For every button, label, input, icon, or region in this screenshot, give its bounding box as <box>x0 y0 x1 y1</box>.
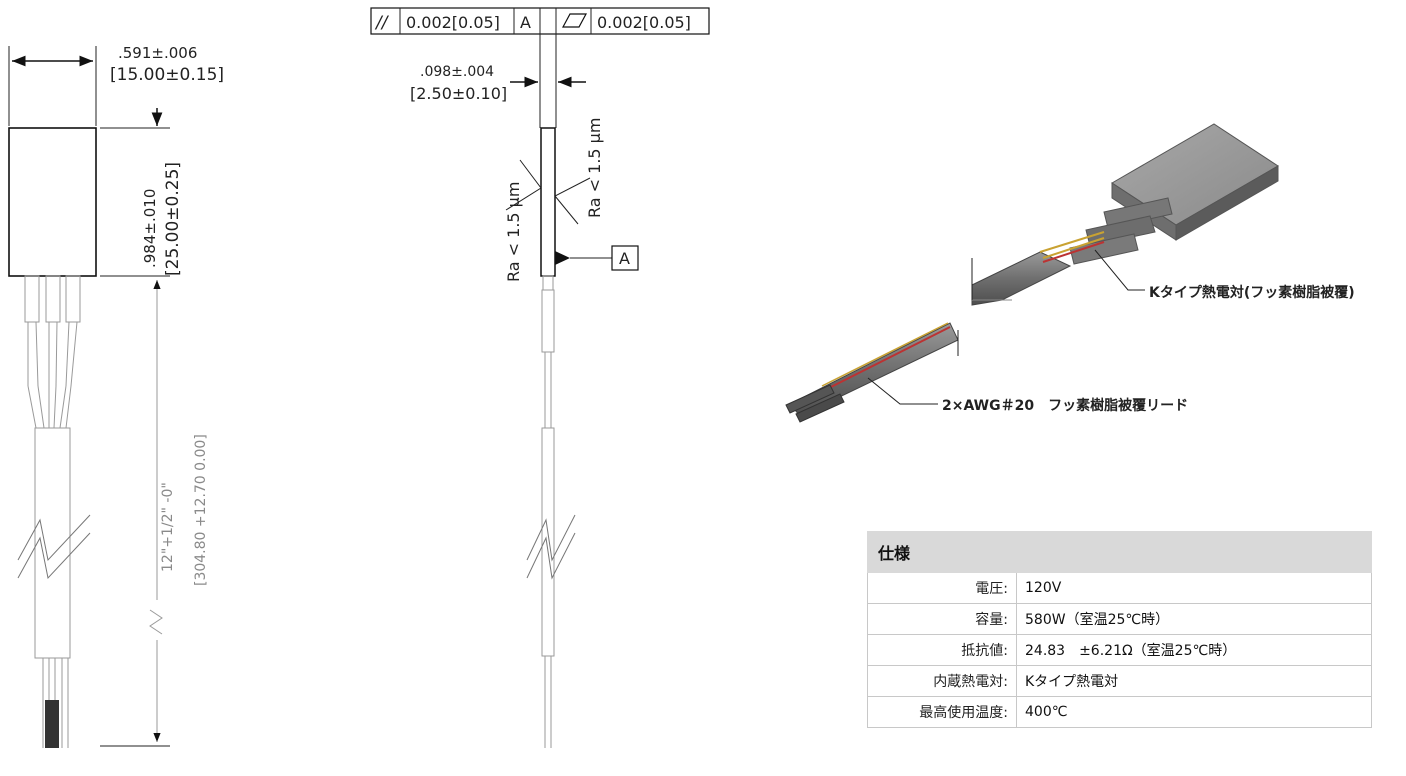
roughness-left: Ra < 1.5 µm <box>504 182 523 282</box>
flatness-tolerance: 0.002[0.05] <box>597 13 691 32</box>
spec-key: 電圧: <box>867 572 1017 604</box>
spec-row-resistance: 抵抗値: 24.83 ±6.21Ω（室温25℃時） <box>867 634 1372 666</box>
spec-key: 抵抗値: <box>867 634 1017 666</box>
heater-plate-side <box>540 127 556 277</box>
lead-ends <box>45 700 59 748</box>
parallelism-tolerance: 0.002[0.05] <box>406 13 500 32</box>
side-view: // 0.002[0.05] A 0.002[0.05] .098±.004 [… <box>370 7 710 748</box>
datum-reference: A <box>520 13 531 32</box>
spec-value: 24.83 ±6.21Ω（室温25℃時） <box>1016 634 1372 666</box>
width-dimension-mm: [15.00±0.15] <box>110 65 224 85</box>
spec-key: 最高使用温度: <box>867 696 1017 728</box>
spec-value: Kタイプ熱電対 <box>1016 665 1372 697</box>
spec-table: 仕様 電圧: 120V 容量: 580W（室温25℃時） 抵抗値: 24.83 … <box>867 531 1372 728</box>
width-dimension: .591±.006 <box>118 44 197 62</box>
lead-length-mm: [304.80 +12.70 0.00] <box>193 434 209 586</box>
roughness-right: Ra < 1.5 µm <box>585 118 604 218</box>
lead-length: 12"+1/2" -0" <box>160 482 176 572</box>
spec-row-max-temp: 最高使用温度: 400℃ <box>867 696 1372 728</box>
side-leads <box>526 275 576 748</box>
spec-row-thermocouple: 内蔵熱電対: Kタイプ熱電対 <box>867 665 1372 697</box>
datum-a-label: A <box>619 249 630 268</box>
spec-key: 容量: <box>867 603 1017 635</box>
front-leads <box>17 275 91 748</box>
spec-value: 120V <box>1016 572 1372 604</box>
spec-row-capacity: 容量: 580W（室温25℃時） <box>867 603 1372 635</box>
flatness-icon <box>561 13 588 28</box>
heater-body <box>8 127 97 277</box>
spec-value: 580W（室温25℃時） <box>1016 603 1372 635</box>
lead-wire-label: 2×AWG＃20 フッ素樹脂被覆リード <box>942 397 1188 414</box>
height-dimension: .984±.010 <box>141 189 159 268</box>
spec-row-voltage: 電圧: 120V <box>867 572 1372 604</box>
spec-value: 400℃ <box>1016 696 1372 728</box>
spec-key: 内蔵熱電対: <box>867 665 1017 697</box>
product-illustration <box>785 123 1279 423</box>
thickness-dimension-mm: [2.50±0.10] <box>410 84 507 103</box>
thermocouple-label: Kタイプ熱電対(フッ素樹脂被覆) <box>1149 284 1355 301</box>
thickness-dimension: .098±.004 <box>420 64 494 80</box>
parallelism-icon: // <box>374 13 390 33</box>
front-view: .591±.006 [15.00±0.15] .984±.010 [25.00±… <box>8 44 224 748</box>
spec-table-title: 仕様 <box>867 531 1372 573</box>
height-dimension-mm: [25.00±0.25] <box>163 162 183 276</box>
